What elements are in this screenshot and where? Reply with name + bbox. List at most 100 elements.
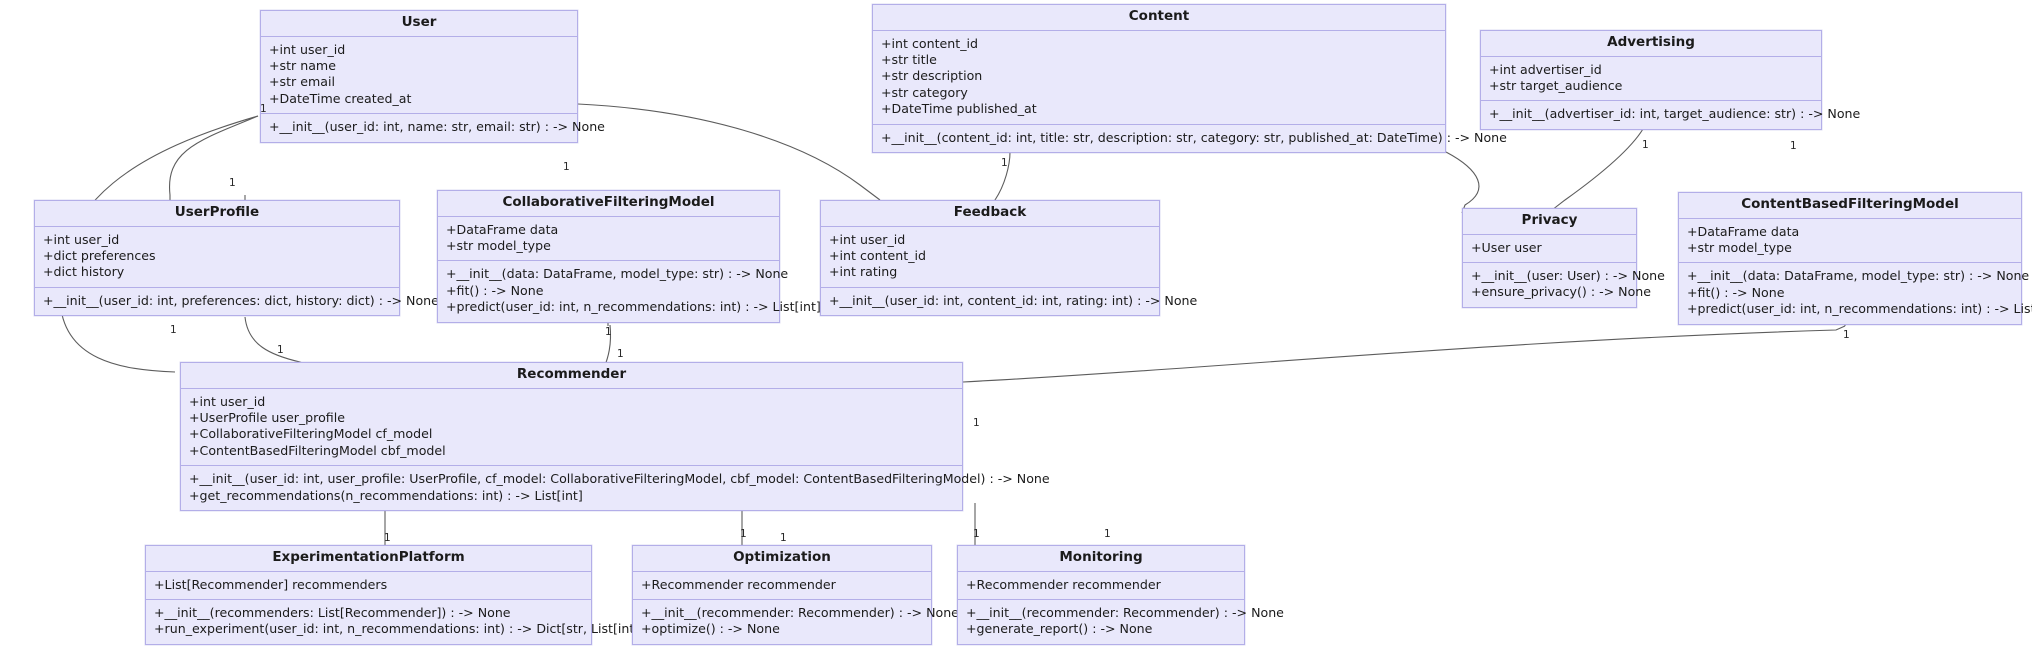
method-row: +__init__(user: User) : -> None [1471,267,1665,283]
attribute-row: +dict history [43,264,125,280]
attribute-row: +Recommender recommender [641,576,836,592]
method-row: +fit() : -> None [1687,284,1785,300]
class-attributes: +Recommender recommender [958,572,1244,600]
uml-class-optimization[interactable]: Optimization +Recommender recommender +_… [632,545,959,645]
attribute-row: +DataFrame data [446,221,559,237]
method-row: +fit() : -> None [446,282,544,298]
class-title: Content [873,5,1445,31]
class-methods: +__init__(user_id: int, preferences: dic… [35,288,439,315]
uml-class-user[interactable]: User +int user_id +str name +str email +… [260,10,605,143]
attribute-row: +int content_id [881,35,978,51]
multiplicity-label: 1 [277,344,284,356]
class-attributes: +DataFrame data +str model_type [438,217,779,262]
class-title: Feedback [821,201,1159,227]
class-methods: +__init__(recommender: Recommender) : ->… [958,600,1284,644]
multiplicity-label: 1 [973,528,980,540]
multiplicity-label: 1 [384,532,391,544]
uml-class-content[interactable]: Content +int content_id +str title +str … [872,4,1507,153]
edge-user-userprofile [168,115,259,200]
attribute-row: +List[Recommender] recommenders [154,576,388,592]
edge-userprofile-recommender [244,316,311,367]
method-row: +__init__(user_id: int, user_profile: Us… [189,471,1050,487]
method-row: +optimize() : -> None [641,621,780,637]
method-row: +__init__(content_id: int, title: str, d… [881,129,1507,145]
class-title: Advertising [1481,31,1821,57]
class-methods: +__init__(data: DataFrame, model_type: s… [438,261,821,321]
attribute-row: +str title [881,51,937,67]
uml-class-userprofile[interactable]: UserProfile +int user_id +dict preferenc… [34,200,439,317]
attribute-row: +str category [881,84,968,100]
attribute-row: +str model_type [446,237,551,253]
multiplicity-label: 1 [1104,528,1111,540]
uml-class-advertising[interactable]: Advertising +int advertiser_id +str targ… [1480,30,1861,130]
class-title: ContentBasedFilteringModel [1679,193,2021,219]
multiplicity-label: 1 [605,326,612,338]
method-row: +get_recommendations(n_recommendations: … [189,487,583,503]
class-title: Recommender [181,363,962,389]
class-attributes: +List[Recommender] recommenders [146,572,591,600]
class-attributes: +DataFrame data +str model_type [1679,219,2021,264]
attribute-row: +ContentBasedFilteringModel cbf_model [189,442,446,458]
multiplicity-label: 1 [1843,329,1850,341]
uml-class-privacy[interactable]: Privacy +User user +__init__(user: User)… [1462,208,1665,308]
attribute-row: +User user [1471,239,1542,255]
uml-class-feedback[interactable]: Feedback +int user_id +int content_id +i… [820,200,1198,317]
uml-class-collaborativefilteringmodel[interactable]: CollaborativeFilteringModel +DataFrame d… [437,190,821,323]
edge-advertising-privacy [1551,128,1644,211]
attribute-row: +str name [269,57,336,73]
multiplicity-label: 1 [780,532,787,544]
class-title: ExperimentationPlatform [146,546,591,572]
method-row: +ensure_privacy() : -> None [1471,284,1652,300]
attribute-row: +int user_id [189,393,266,409]
attribute-row: +CollaborativeFilteringModel cf_model [189,426,433,442]
class-title: Monitoring [958,546,1244,572]
attribute-row: +DateTime created_at [269,90,412,106]
attribute-row: +DataFrame data [1687,223,1800,239]
attribute-row: +int user_id [43,231,120,247]
attribute-row: +int rating [829,264,898,280]
method-row: +__init__(user_id: int, preferences: dic… [43,292,439,308]
uml-class-contentbasedfilteringmodel[interactable]: ContentBasedFilteringModel +DataFrame da… [1678,192,2032,325]
edge-user-feedback [577,103,881,201]
method-row: +predict(user_id: int, n_recommendations… [1687,301,2032,317]
attribute-row: +UserProfile user_profile [189,409,345,425]
method-row: +__init__(recommenders: List[Recommender… [154,604,511,620]
class-methods: +__init__(advertiser_id: int, target_aud… [1481,101,1861,128]
multiplicity-label: 1 [1001,157,1008,169]
attribute-row: +Recommender recommender [966,576,1161,592]
method-row: +run_experiment(user_id: int, n_recommen… [154,621,645,637]
class-attributes: +User user [1463,235,1636,263]
method-row: +__init__(user_id: int, content_id: int,… [829,292,1198,308]
uml-class-monitoring[interactable]: Monitoring +Recommender recommender +__i… [957,545,1284,645]
multiplicity-label: 1 [229,177,236,189]
attribute-row: +str description [881,68,983,84]
method-row: +predict(user_id: int, n_recommendations… [446,299,821,315]
attribute-row: +int user_id [269,41,346,57]
method-row: +__init__(advertiser_id: int, target_aud… [1489,106,1861,122]
multiplicity-label: 1 [973,417,980,429]
class-title: Privacy [1463,209,1636,235]
class-methods: +__init__(recommender: Recommender) : ->… [633,600,959,644]
attribute-row: +str email [269,74,335,90]
class-methods: +__init__(content_id: int, title: str, d… [873,125,1507,152]
method-row: +__init__(data: DataFrame, model_type: s… [446,266,789,282]
multiplicity-label: 1 [740,528,747,540]
class-methods: +__init__(user_id: int, name: str, email… [261,114,605,141]
method-row: +__init__(recommender: Recommender) : ->… [966,604,1284,620]
class-attributes: +int user_id +str name +str email +DateT… [261,37,577,115]
class-attributes: +Recommender recommender [633,572,931,600]
class-methods: +__init__(user_id: int, user_profile: Us… [181,466,1050,510]
uml-class-recommender[interactable]: Recommender +int user_id +UserProfile us… [180,362,1050,511]
class-methods: +__init__(user_id: int, content_id: int,… [821,288,1198,315]
class-attributes: +int user_id +int content_id +int rating [821,227,1159,288]
method-row: +generate_report() : -> None [966,621,1153,637]
attribute-row: +DateTime published_at [881,101,1037,117]
uml-class-experimentationplatform[interactable]: ExperimentationPlatform +List[Recommende… [145,545,645,645]
attribute-row: +int advertiser_id [1489,61,1602,77]
attribute-row: +int user_id [829,231,906,247]
class-title: User [261,11,577,37]
class-title: CollaborativeFilteringModel [438,191,779,217]
class-methods: +__init__(user: User) : -> None +ensure_… [1463,263,1665,307]
class-title: Optimization [633,546,931,572]
